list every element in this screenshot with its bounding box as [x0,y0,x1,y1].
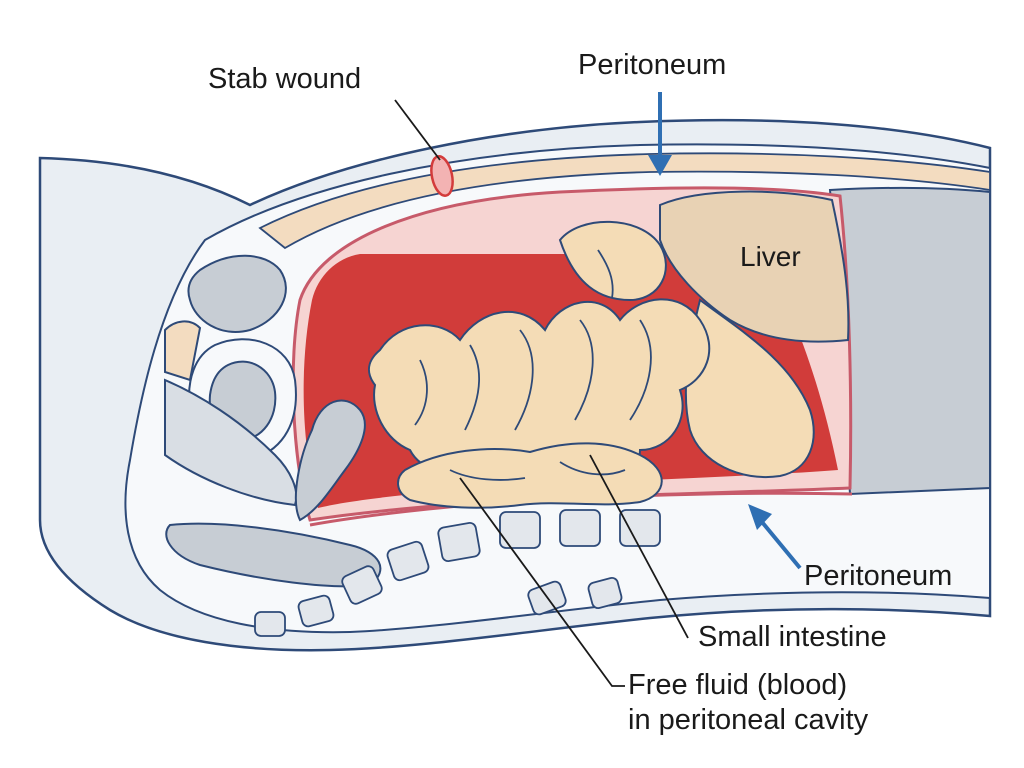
stab-wound-leader [394,99,441,161]
pelvic-structures [164,254,382,588]
peritoneum-bottom-arrow [760,520,802,570]
small-intestine-label: Small intestine [698,621,887,653]
arrows [648,92,802,570]
stab-wound-label: Stab wound [208,63,362,95]
small-intestine-leader [589,454,689,639]
liver [659,190,850,343]
peritoneum-bottom-arrowhead [748,504,772,530]
free-fluid-label-line1: Free fluid (blood) [628,669,848,701]
intestine-folds [414,249,652,481]
peritoneum-bottom-label: Peritoneum [804,560,953,592]
free-fluid-leader [459,477,625,687]
free-fluid-label-line2: in peritoneal cavity [628,703,869,736]
peritoneum-top-arrowhead [648,155,672,176]
liver-label: Liver [740,241,801,272]
posterior-structure [828,186,991,496]
peritoneum-top-label: Peritoneum [578,49,727,81]
leader-lines [394,99,689,687]
small-intestine [368,220,711,509]
free-fluid-label: Free fluid (blood) in peritoneal cavity [628,668,868,738]
